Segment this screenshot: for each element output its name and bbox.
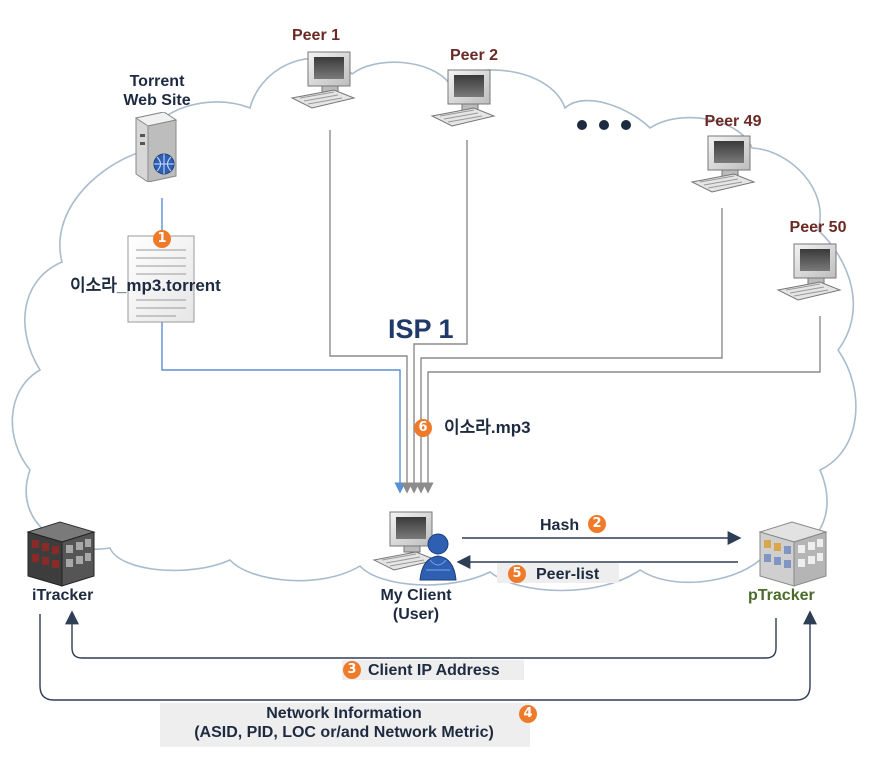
my-client-computer-icon xyxy=(372,511,457,581)
peer2-line xyxy=(408,140,468,494)
step-badge-6: 6 xyxy=(414,419,432,437)
peer-list-label: Peer-list xyxy=(536,566,600,583)
torrent-download-line xyxy=(161,198,406,494)
web-server-icon xyxy=(134,112,178,182)
peer50-computer-icon xyxy=(776,243,842,301)
client-ip-label-bg xyxy=(342,660,524,680)
peer1-label: Peer 1 xyxy=(291,27,341,44)
peer1-computer-icon xyxy=(290,51,356,109)
torrent-file-icon xyxy=(127,235,195,323)
itracker-label: iTracker xyxy=(32,587,94,604)
peer2-computer-icon xyxy=(430,69,496,127)
peer49-label: Peer 49 xyxy=(704,113,762,130)
peer1-line xyxy=(329,130,413,494)
step-badge-2: 2 xyxy=(588,515,606,533)
peer50-label: Peer 50 xyxy=(789,219,847,236)
itracker-server-icon xyxy=(26,521,96,587)
step-badge-3: 3 xyxy=(343,661,361,679)
hash-label: Hash xyxy=(540,517,580,534)
ptracker-server-icon xyxy=(758,521,828,587)
peer50-line xyxy=(422,316,821,494)
more-peers-ellipsis xyxy=(577,120,631,130)
isp-label: ISP 1 xyxy=(388,314,454,344)
step-badge-1: 1 xyxy=(153,230,171,248)
peer49-line xyxy=(415,208,723,494)
network-info-label-bg xyxy=(160,703,530,747)
peer-list-label-bg xyxy=(497,563,619,583)
step-badge-5: 5 xyxy=(508,565,526,583)
ptracker-label: pTracker xyxy=(748,587,815,604)
client-ip-arrow xyxy=(65,610,777,659)
torrent-file-label: 이소라_mp3.torrent xyxy=(70,276,221,295)
peer2-label: Peer 2 xyxy=(449,47,499,64)
client-ip-label: Client IP Address xyxy=(368,662,500,679)
network-info-label: Network Information(ASID, PID, LOC or/an… xyxy=(194,705,494,741)
step-badge-4: 4 xyxy=(519,705,537,723)
download-file-label: 이소라.mp3 xyxy=(444,418,531,437)
peer49-computer-icon xyxy=(690,135,756,193)
network-info-arrow xyxy=(39,610,817,701)
my-client-label: My Client(User) xyxy=(380,587,452,623)
